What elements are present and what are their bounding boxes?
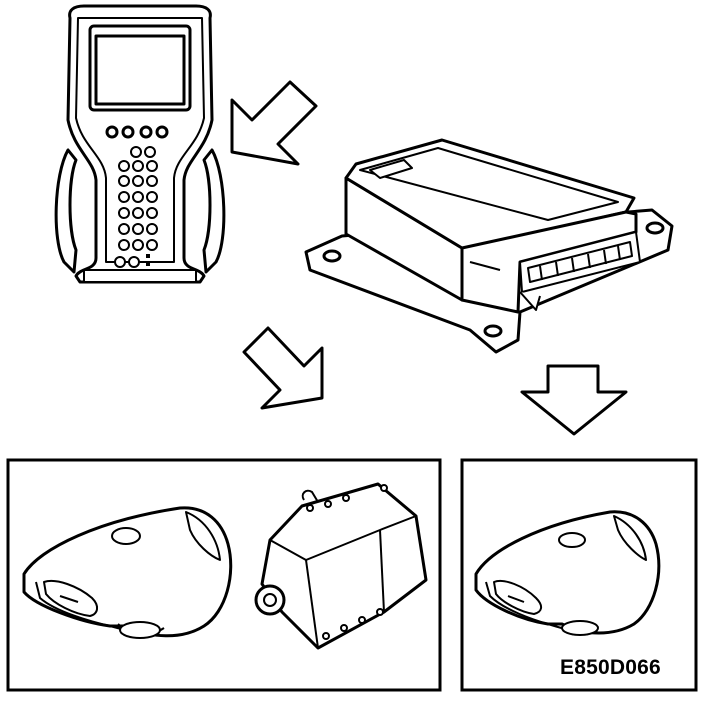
- scan-tool: [54, 4, 226, 284]
- airbag-control-module: [304, 138, 674, 354]
- arrow-to-left-panel: [242, 326, 324, 410]
- steering-wheel-airbag-left: [22, 506, 233, 639]
- passenger-airbag: [254, 482, 428, 650]
- reference-code: E850D066: [560, 656, 661, 679]
- arrow-to-right-panel: [520, 364, 628, 436]
- arrow-to-control-module: [230, 80, 318, 166]
- steering-wheel-airbag-right: [474, 510, 661, 636]
